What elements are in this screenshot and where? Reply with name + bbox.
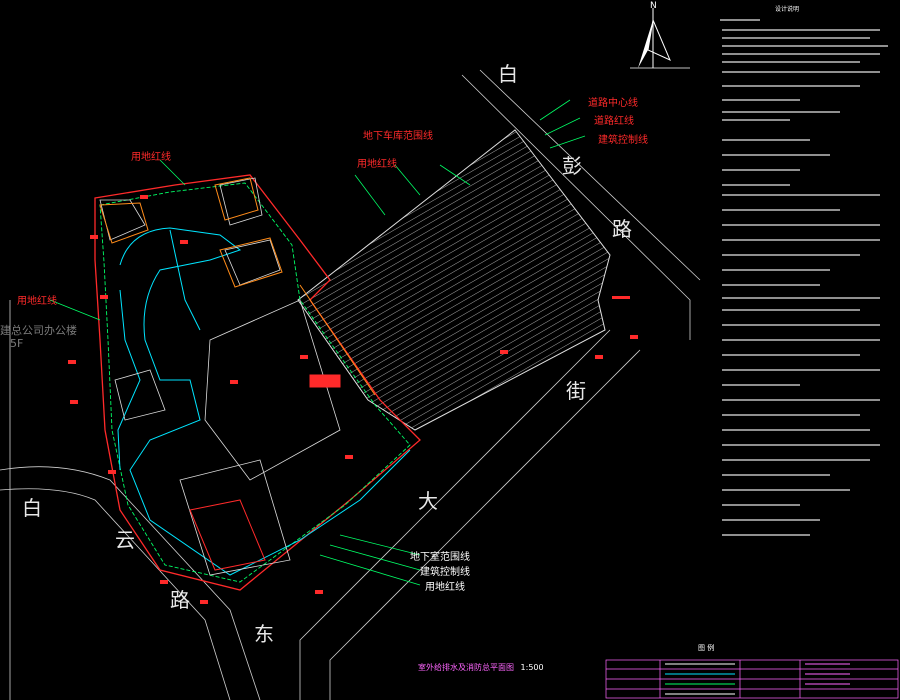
label-road-center-line: 道路中心线 xyxy=(588,98,638,109)
road-char-lu-south: 路 xyxy=(170,588,190,612)
orange-outlines xyxy=(99,177,376,396)
north-arrow xyxy=(630,8,690,69)
road-edges xyxy=(0,69,701,700)
road-char-lu-north: 路 xyxy=(612,217,632,241)
north-label: N xyxy=(650,1,657,11)
basement-hatched-area xyxy=(297,129,611,431)
label-basement-boundary: 地下车库范围线 xyxy=(363,131,433,142)
label-bottom-basement-line: 地下室范围线 xyxy=(410,552,470,563)
label-bottom-building-control: 建筑控制线 xyxy=(420,567,470,578)
drawing-title: 室外给排水及消防总平面图 1:500 xyxy=(418,662,544,673)
legend-title: 图 例 xyxy=(698,644,715,652)
label-bottom-land-red-line: 用地红线 xyxy=(425,582,465,593)
legend-table xyxy=(605,659,899,699)
buildings xyxy=(99,177,341,576)
neighbor-building-floors: 5F xyxy=(10,337,24,350)
label-land-red-line-1: 用地红线 xyxy=(357,159,397,170)
red-markers xyxy=(68,195,638,604)
neighbor-building-name: 建总公司办公楼 xyxy=(0,324,77,337)
road-char-peng: 彭 xyxy=(562,154,582,178)
red-building xyxy=(189,374,341,571)
road-char-da: 大 xyxy=(418,489,438,513)
pipe-network xyxy=(117,227,411,576)
road-char-jie: 街 xyxy=(566,379,586,403)
legend-swatches xyxy=(665,663,850,695)
road-char-bai-west: 白 xyxy=(22,496,42,520)
road-char-dong: 东 xyxy=(254,622,274,646)
drawing-scale: 1:500 xyxy=(520,663,544,672)
notes-text-lines xyxy=(720,19,888,536)
label-building-control-line: 建筑控制线 xyxy=(598,135,648,146)
leader-lines xyxy=(49,99,586,586)
label-road-red-line: 道路红线 xyxy=(594,116,634,127)
label-land-red-line-2: 用地红线 xyxy=(131,152,171,163)
label-land-red-line-3: 用地红线 xyxy=(17,296,57,307)
drawing-title-text: 室外给排水及消防总平面图 xyxy=(418,663,514,672)
road-char-bai-north: 白 xyxy=(498,62,518,86)
notes-title: 设计说明 xyxy=(775,6,800,13)
road-char-yun: 云 xyxy=(115,528,135,552)
site-boundary xyxy=(94,174,421,591)
